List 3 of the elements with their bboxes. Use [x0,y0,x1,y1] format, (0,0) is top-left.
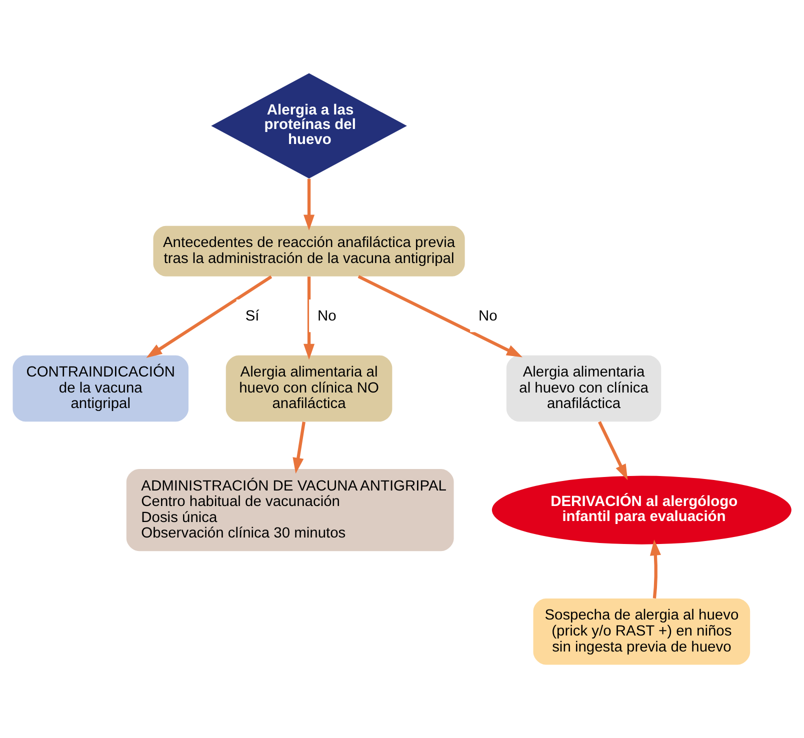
edge-label: Sí [245,308,260,324]
edge-label: No [478,308,498,324]
edge-label: No [317,308,336,324]
